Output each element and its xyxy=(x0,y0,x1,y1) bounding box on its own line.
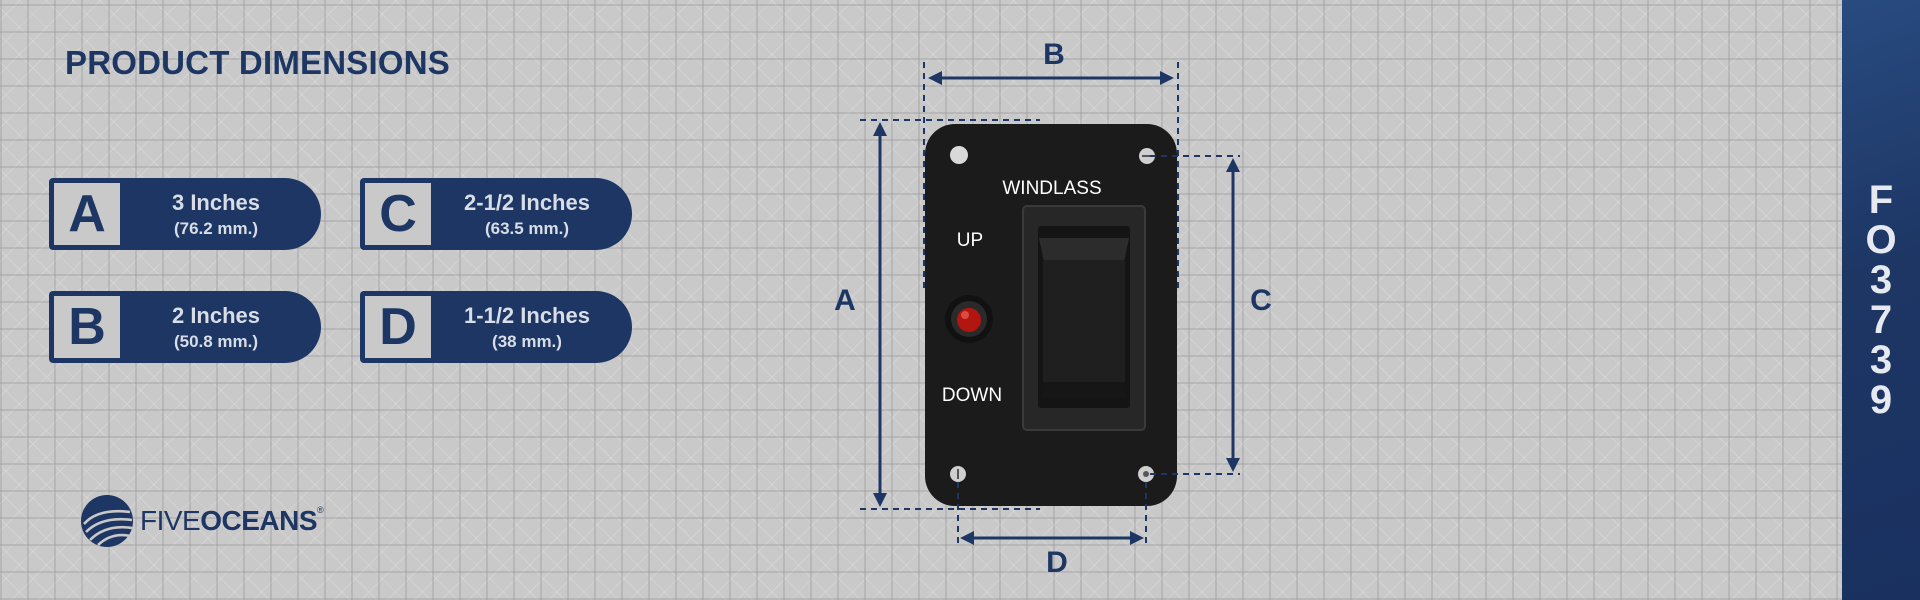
dimension-label-c: C xyxy=(1250,284,1272,317)
dimension-label-d: D xyxy=(1046,546,1068,579)
dimension-inches: 1-1/2 Inches xyxy=(464,302,590,328)
dimension-arrows xyxy=(873,71,1240,545)
logo-word-five: FIVE xyxy=(140,505,201,536)
screw-icon xyxy=(950,146,968,164)
up-label: UP xyxy=(957,230,983,251)
screw-slot xyxy=(957,469,959,479)
dimension-values: 1-1/2 Inches (38 mm.) xyxy=(436,291,632,363)
dimension-card-c: C 2-1/2 Inches (63.5 mm.) xyxy=(360,178,632,250)
dimension-mm: (50.8 mm.) xyxy=(173,331,259,351)
screw-center xyxy=(1143,471,1149,477)
dimension-mm: (63.5 mm.) xyxy=(484,218,570,238)
rocker-top-edge xyxy=(1039,238,1129,262)
rocker-bottom xyxy=(1043,382,1125,398)
dimension-inches: 3 Inches xyxy=(171,189,261,215)
sku-char: 7 xyxy=(1869,298,1893,342)
dimension-label-a: A xyxy=(834,284,856,317)
dimension-letter: A xyxy=(54,183,120,245)
down-label: DOWN xyxy=(942,385,1002,406)
sku-char: O xyxy=(1865,218,1897,262)
dimension-mm: (38 mm.) xyxy=(492,331,562,351)
sku-char: 3 xyxy=(1869,338,1893,382)
dimension-inches: 2-1/2 Inches xyxy=(464,189,590,215)
rocker-switch xyxy=(1043,260,1125,398)
logo-word-oceans: OCEANS xyxy=(200,505,318,536)
dimension-letter: D xyxy=(365,296,431,358)
sku-band: F O 3 7 3 9 xyxy=(1842,0,1920,600)
dimension-inches: 2 Inches xyxy=(171,302,261,328)
dimension-values: 3 Inches (76.2 mm.) xyxy=(125,178,321,250)
waves-logo-icon xyxy=(81,495,133,547)
led-highlight xyxy=(961,311,969,319)
registered-mark: ® xyxy=(317,505,324,515)
dimension-letter: B xyxy=(54,296,120,358)
sku-code: F O 3 7 3 9 xyxy=(1842,180,1920,420)
extension-lines xyxy=(860,62,1240,545)
dimension-label-b: B xyxy=(1043,38,1065,71)
dimension-card-b: B 2 Inches (50.8 mm.) xyxy=(49,291,321,363)
dimension-mm: (76.2 mm.) xyxy=(173,218,259,238)
dimension-card-a: A 3 Inches (76.2 mm.) xyxy=(49,178,321,250)
dimension-card-d: D 1-1/2 Inches (38 mm.) xyxy=(360,291,632,363)
brand-logo: FIVEOCEANS® xyxy=(80,494,324,548)
dimension-values: 2-1/2 Inches (63.5 mm.) xyxy=(436,178,632,250)
dimension-values: 2 Inches (50.8 mm.) xyxy=(125,291,321,363)
screw-slot xyxy=(1142,155,1152,157)
sku-char: 3 xyxy=(1869,258,1893,302)
page-title: PRODUCT DIMENSIONS xyxy=(65,44,450,81)
dimension-letter: C xyxy=(365,183,431,245)
windlass-label: WINDLASS xyxy=(1002,178,1101,199)
sku-char: 9 xyxy=(1869,378,1893,422)
sku-char: F xyxy=(1868,178,1894,222)
logo-wordmark: FIVEOCEANS® xyxy=(140,505,324,537)
led-indicator-icon xyxy=(957,308,981,332)
